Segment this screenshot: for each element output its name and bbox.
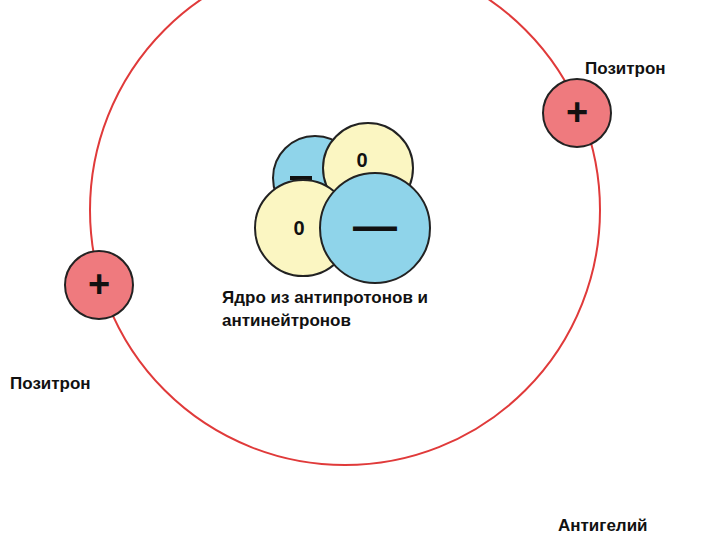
nucleus-label: Ядро из антипротонов и антинейтронов xyxy=(222,287,532,333)
circle-shape xyxy=(543,79,611,147)
positron-circle: + xyxy=(541,77,613,149)
charge-symbol: — xyxy=(353,204,397,248)
charge-symbol: 0 xyxy=(293,218,304,238)
charge-symbol: 0 xyxy=(356,150,367,170)
particle-label: Позитрон xyxy=(585,58,666,81)
particle-label: Позитрон xyxy=(10,373,91,396)
orbit xyxy=(90,0,600,465)
circle-shape xyxy=(65,251,133,319)
charge-symbol: + xyxy=(566,93,588,131)
antiproton-circle: — xyxy=(318,171,432,285)
symbol-holder: + xyxy=(63,249,135,321)
symbol-holder: + xyxy=(541,77,613,149)
symbol-holder: — xyxy=(318,171,432,285)
caption-label: Антигелий xyxy=(558,515,648,538)
circle-shape xyxy=(320,173,430,283)
positron-circle: + xyxy=(63,249,135,321)
charge-symbol: + xyxy=(88,265,110,303)
